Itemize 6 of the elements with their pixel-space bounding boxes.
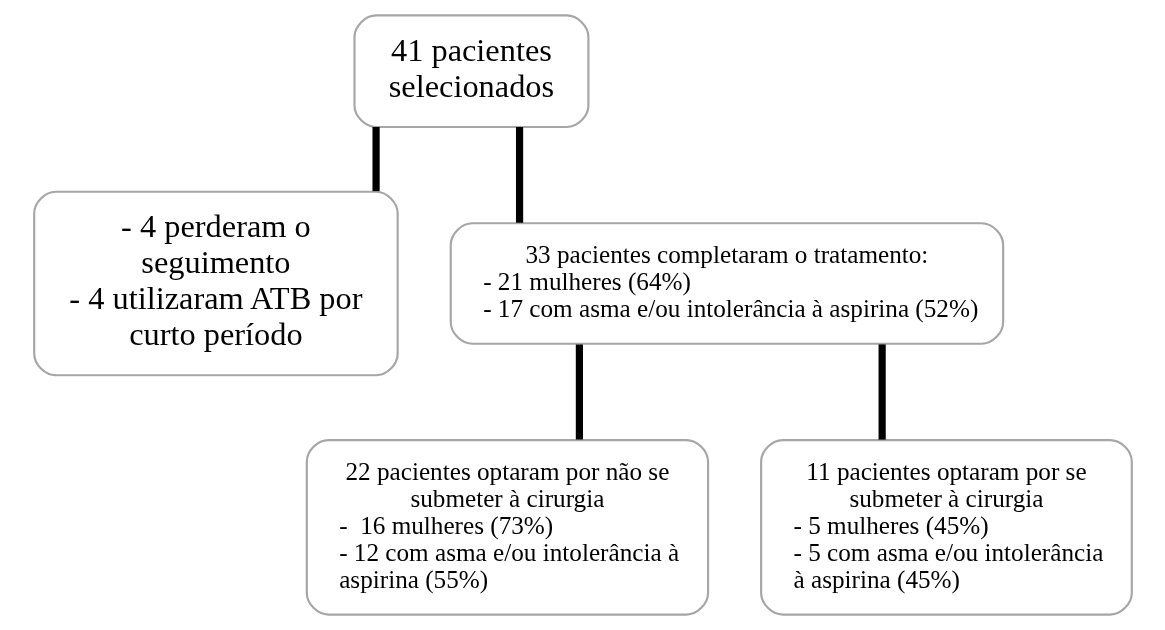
node-box: 11 pacientes optaram por se submeter à cirurgia - 5 mulheres (45%) - 5 com asma e/ou intolerância à aspirina (45%)	[759, 439, 1133, 616]
node-box: 41 pacientes selecionados	[352, 14, 589, 129]
node-box: - 4 perderam o seguimento - 4 utilizaram ATB por curto período	[32, 190, 399, 377]
connector	[371, 126, 380, 192]
node-box: 33 pacientes completaram o tratamento: - 21 mulheres (64%) - 17 com asma e/ou intolerância à aspirina (52%)	[449, 222, 1004, 345]
node-box: 22 pacientes optaram por não se submeter à cirurgia - 16 mulheres (73%) - 12 com asma e/ou intolerância à aspirina (55%)	[305, 439, 709, 616]
